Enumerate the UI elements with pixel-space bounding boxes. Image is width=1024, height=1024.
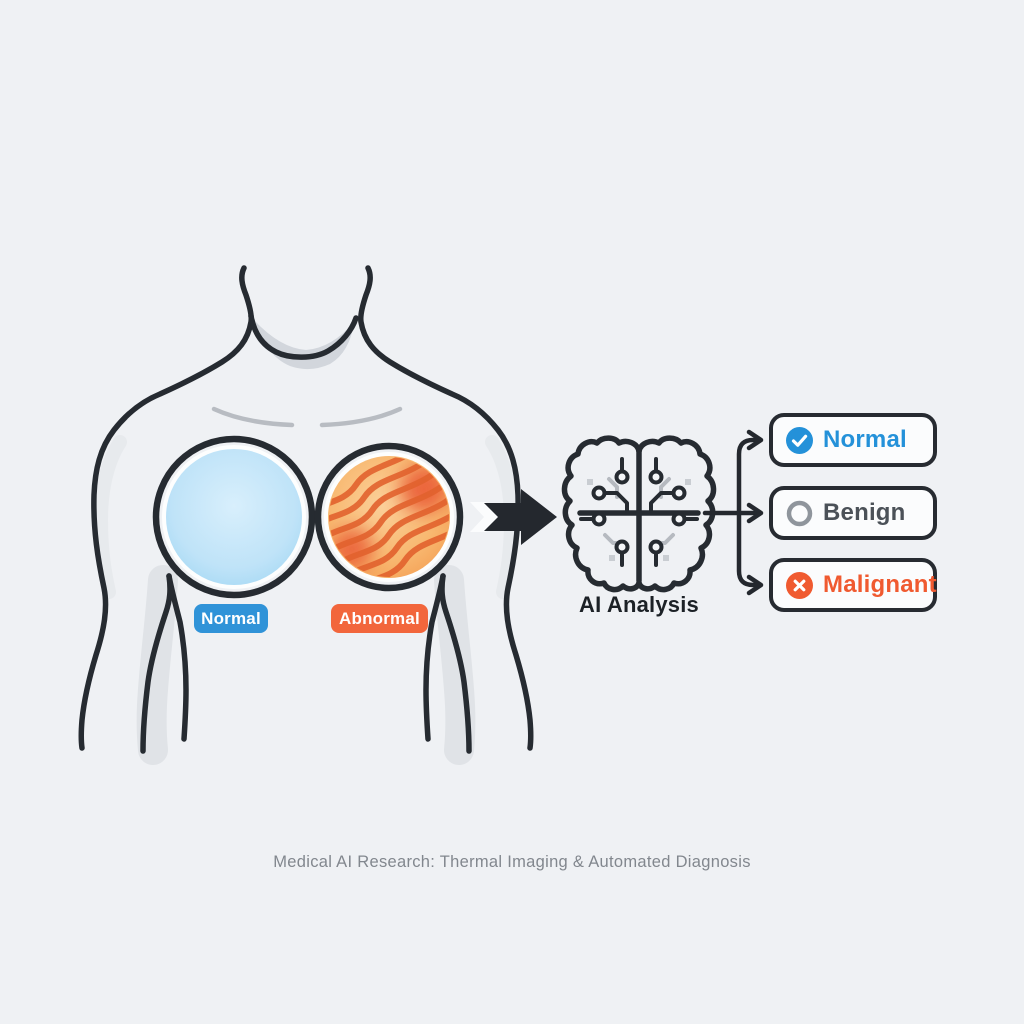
arrowhead-middle: [746, 502, 764, 524]
result-box-benign: Benign: [769, 486, 937, 540]
x-circle-icon: [786, 571, 813, 599]
result-label-normal: Normal: [823, 426, 907, 453]
ai-analysis-label: AI Analysis: [579, 592, 699, 617]
check-circle-icon: [786, 426, 813, 454]
thermal-circle-normal: [152, 435, 316, 599]
torso-figure: [78, 265, 534, 765]
arrowhead-bottom: [746, 574, 764, 596]
result-label-malignant: Malignant: [823, 571, 937, 598]
result-label-benign: Benign: [823, 499, 906, 526]
ring-icon: [786, 500, 813, 526]
brain-circuit-icon: [564, 438, 713, 589]
normal-region-label: Normal: [201, 608, 261, 628]
collarbone-lines: [211, 406, 403, 428]
normal-region-badge: Normal: [194, 604, 268, 633]
thermal-circle-abnormal: [314, 442, 464, 592]
result-box-normal: Normal: [769, 413, 937, 467]
result-box-malignant: Malignant: [769, 558, 937, 612]
branch-connectors: [702, 429, 764, 596]
arrowhead-top: [746, 429, 764, 451]
abnormal-region-label: Abnormal: [339, 608, 420, 628]
flow-arrow-icon: [470, 489, 557, 545]
caption-text: Medical AI Research: Thermal Imaging & A…: [273, 853, 751, 871]
neck-shade: [254, 320, 354, 370]
abnormal-region-badge: Abnormal: [331, 604, 428, 633]
